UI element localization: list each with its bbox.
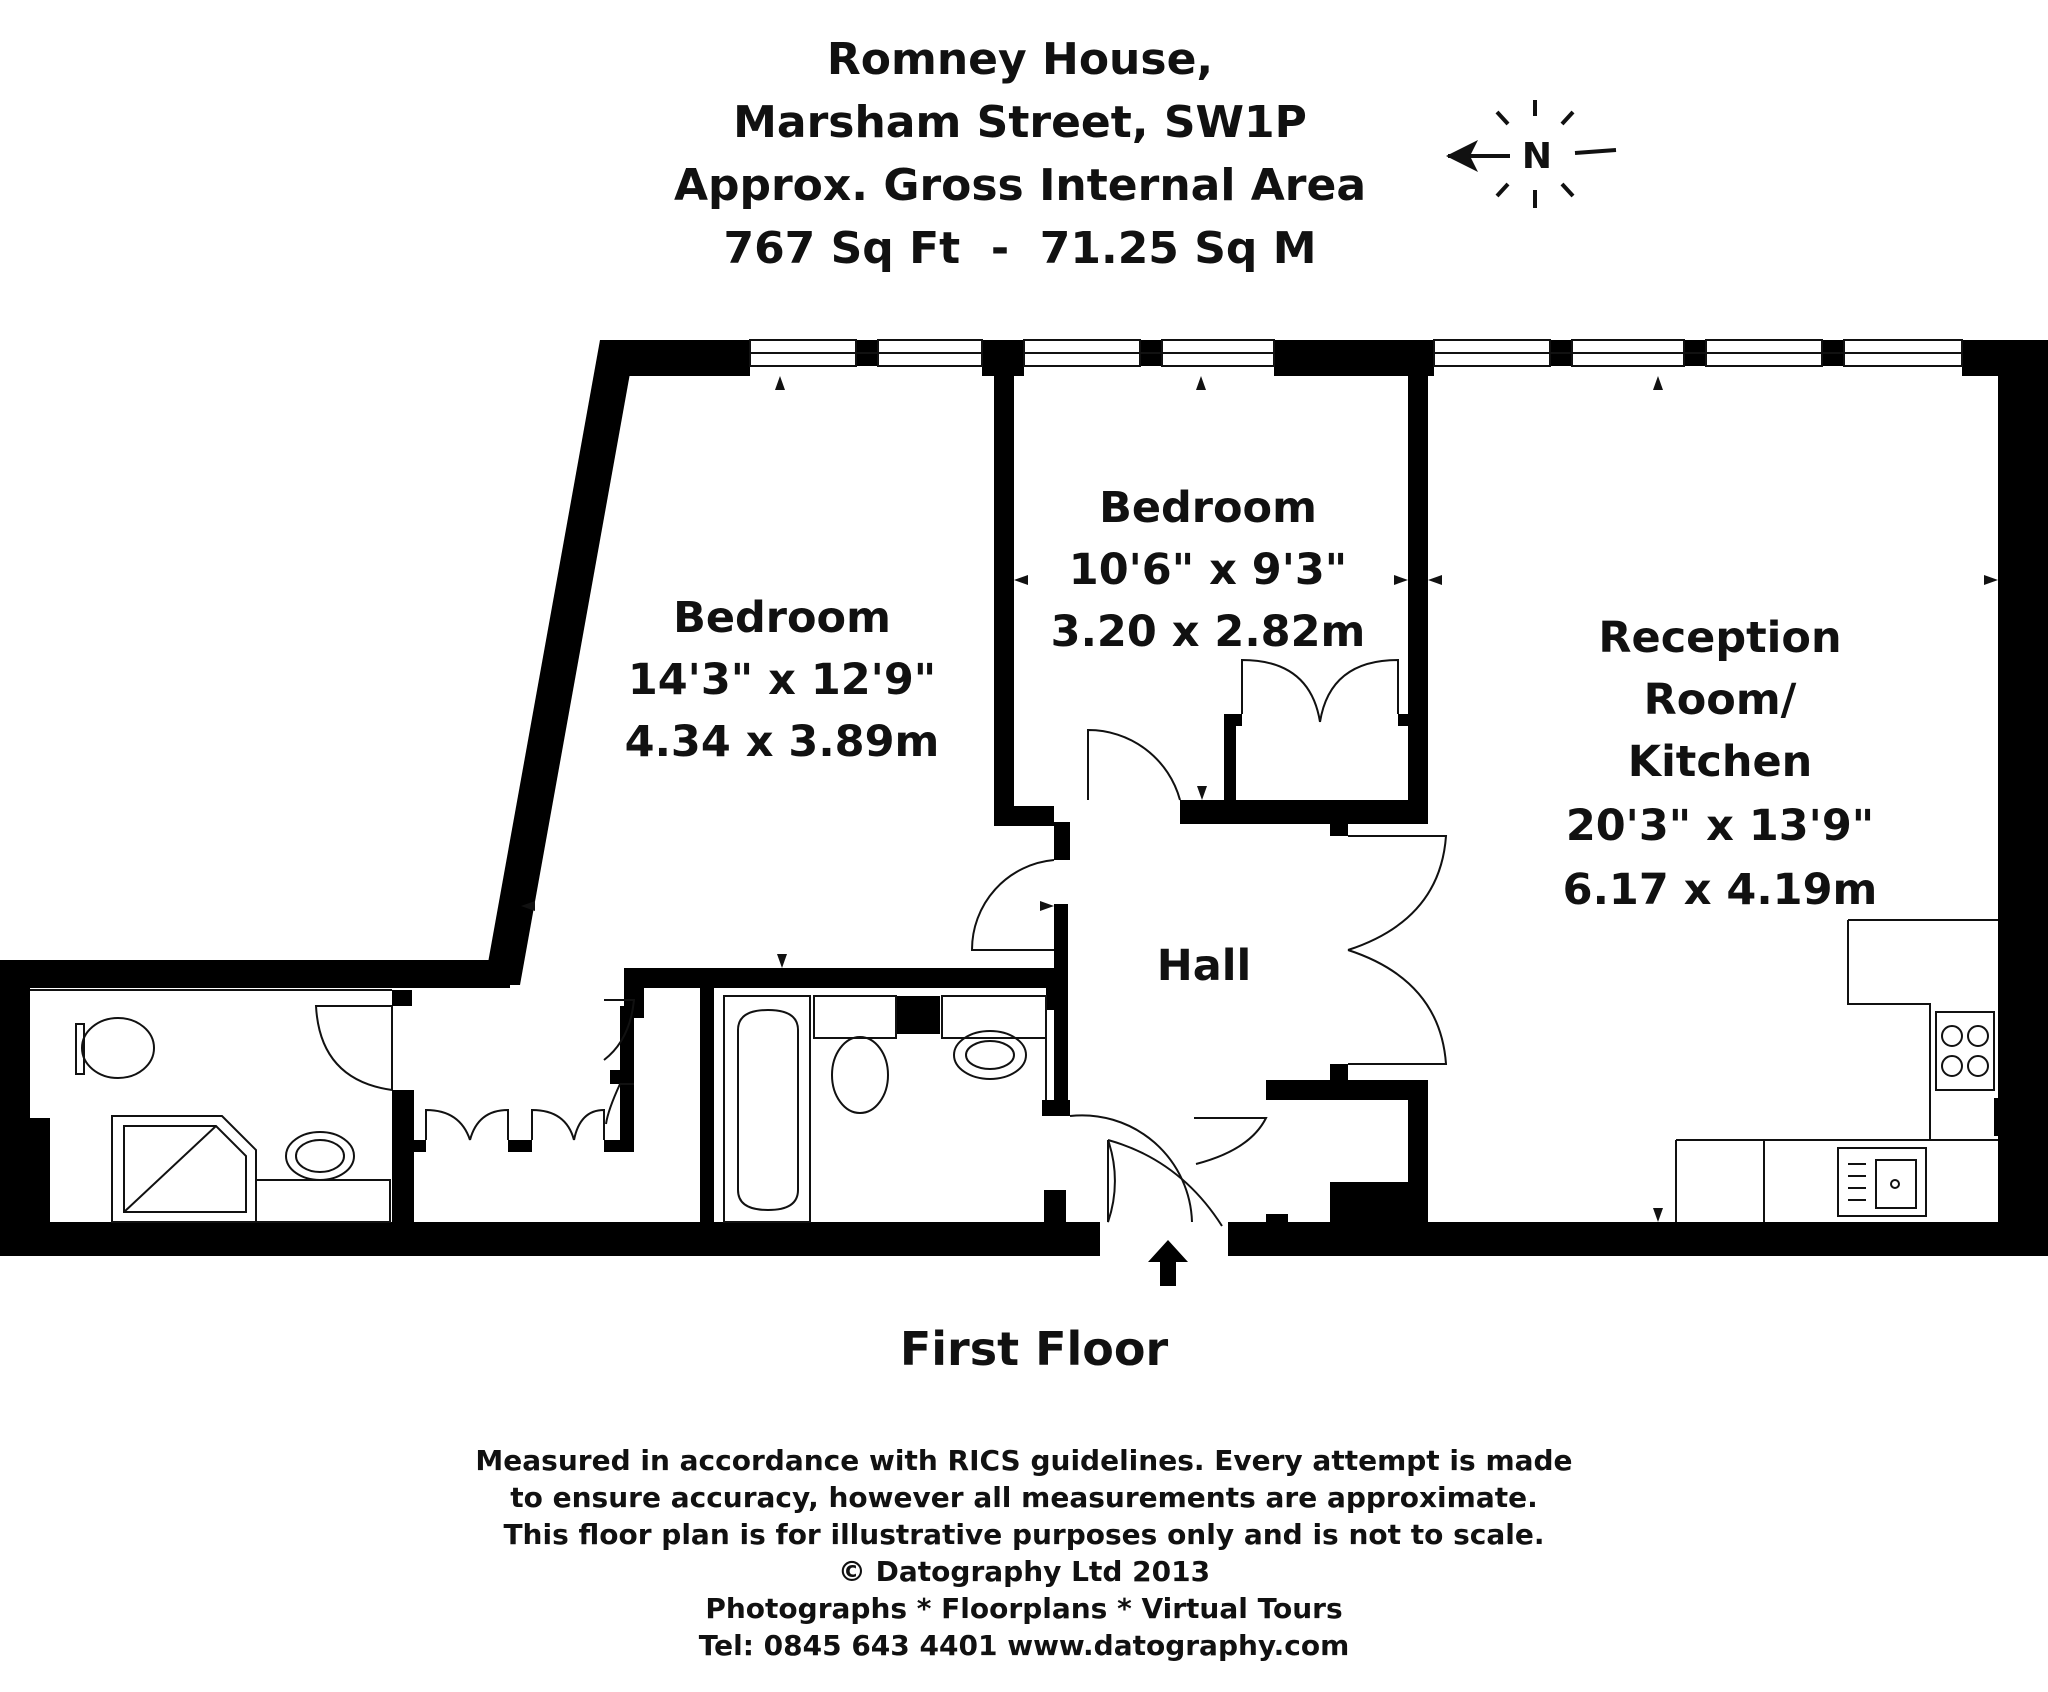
bedroom-2-imperial: 10'6" x 9'3" [1069, 545, 1347, 595]
bedroom-1-metric: 4.34 x 3.89m [625, 717, 940, 767]
reception-imperial: 20'3" x 13'9" [1566, 801, 1874, 851]
fixtures-and-doors [30, 658, 1998, 1227]
property-address: Marsham Street, SW1P [733, 97, 1307, 148]
exterior-walls [0, 340, 2048, 1256]
disclaimer-line-2: to ensure accuracy, however all measurem… [510, 1481, 1538, 1514]
area-value: 767 Sq Ft - 71.25 Sq M [723, 223, 1317, 274]
reception-name-line3: Kitchen [1628, 737, 1813, 787]
bedroom-2-metric: 3.20 x 2.82m [1051, 607, 1366, 657]
disclaimer-line-3: This floor plan is for illustrative purp… [503, 1518, 1545, 1551]
reception-name-line2: Room/ [1644, 675, 1797, 725]
reception-metric: 6.17 x 4.19m [1563, 865, 1878, 915]
property-header: Romney House, Marsham Street, SW1P Appro… [600, 28, 1440, 280]
dimension-arrows [521, 376, 1998, 1222]
contact-line: Tel: 0845 643 4401 www.datography.com [698, 1629, 1350, 1662]
services-tagline: Photographs * Floorplans * Virtual Tours [705, 1592, 1343, 1625]
floor-label: First Floor [899, 1322, 1169, 1376]
bedroom-1-imperial: 14'3" x 12'9" [628, 655, 936, 705]
disclaimer-line-1: Measured in accordance with RICS guideli… [475, 1444, 1573, 1477]
disclaimer: Measured in accordance with RICS guideli… [0, 1442, 2048, 1664]
room-labels: Bedroom 14'3" x 12'9" 4.34 x 3.89m Bedro… [625, 483, 1878, 991]
windows [749, 339, 1963, 367]
reception-name-line1: Reception [1598, 613, 1841, 663]
copyright: © Datography Ltd 2013 [837, 1555, 1211, 1588]
bedroom-1-name: Bedroom [673, 593, 891, 643]
area-caption: Approx. Gross Internal Area [673, 160, 1367, 211]
property-name: Romney House, [826, 34, 1214, 85]
compass-north-icon: N [1446, 100, 1617, 208]
hall-name: Hall [1157, 941, 1251, 991]
interior-walls [392, 340, 2006, 1242]
entrance-arrow-icon [1148, 1240, 1188, 1286]
bedroom-2-name: Bedroom [1099, 483, 1317, 533]
compass-letter: N [1522, 136, 1552, 177]
